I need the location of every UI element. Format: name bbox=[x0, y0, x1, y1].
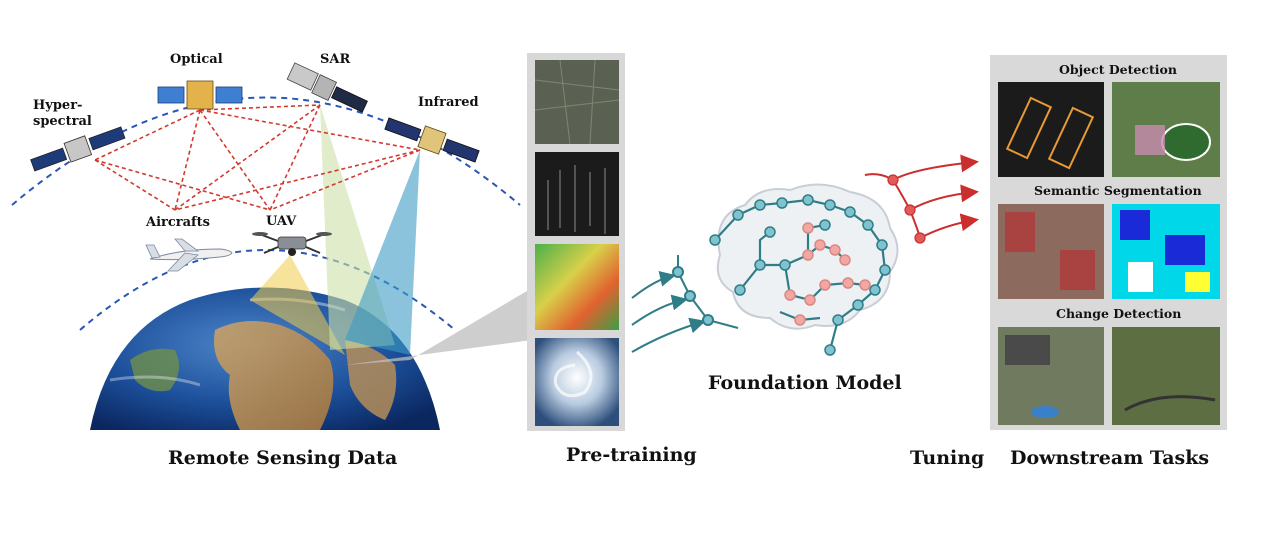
pretraining-title: Pre-training bbox=[566, 444, 697, 466]
semantic-segmentation-label: Semantic Segmentation bbox=[1034, 183, 1202, 198]
drone-icon bbox=[252, 232, 332, 256]
satellite-icon-sar bbox=[286, 63, 369, 116]
remote-sensing-title: Remote Sensing Data bbox=[168, 447, 397, 469]
pretraining-column bbox=[527, 53, 625, 431]
satellite-icon-hyperspectral bbox=[29, 123, 126, 175]
heatmap-tile bbox=[535, 244, 619, 330]
satellite-icon-optical bbox=[158, 81, 242, 109]
sensor-label-hyperspectral-1: Hyper- bbox=[33, 98, 82, 113]
sensor-label-sar: SAR bbox=[320, 52, 350, 67]
downstream-panel bbox=[990, 55, 1227, 430]
foundation-model-title: Foundation Model bbox=[708, 372, 902, 394]
pretrain-arrows bbox=[632, 276, 702, 352]
sensor-label-uav: UAV bbox=[266, 214, 296, 229]
sensor-label-hyperspectral-2: spectral bbox=[33, 114, 92, 129]
sensor-label-optical: Optical bbox=[170, 52, 223, 67]
change-detection-image-2 bbox=[1112, 327, 1220, 425]
sensor-label-aircrafts: Aircrafts bbox=[146, 215, 210, 230]
airplane-icon bbox=[146, 239, 232, 271]
storm-tile bbox=[535, 338, 619, 426]
brain-icon bbox=[710, 184, 898, 355]
change-detection-label: Change Detection bbox=[1056, 306, 1181, 321]
sensor-label-infrared: Infrared bbox=[418, 95, 479, 110]
object-detection-label: Object Detection bbox=[1059, 62, 1177, 77]
tuning-title: Tuning bbox=[910, 447, 984, 469]
sensor-links bbox=[95, 105, 420, 210]
downstream-tasks-title: Downstream Tasks bbox=[1010, 447, 1209, 469]
